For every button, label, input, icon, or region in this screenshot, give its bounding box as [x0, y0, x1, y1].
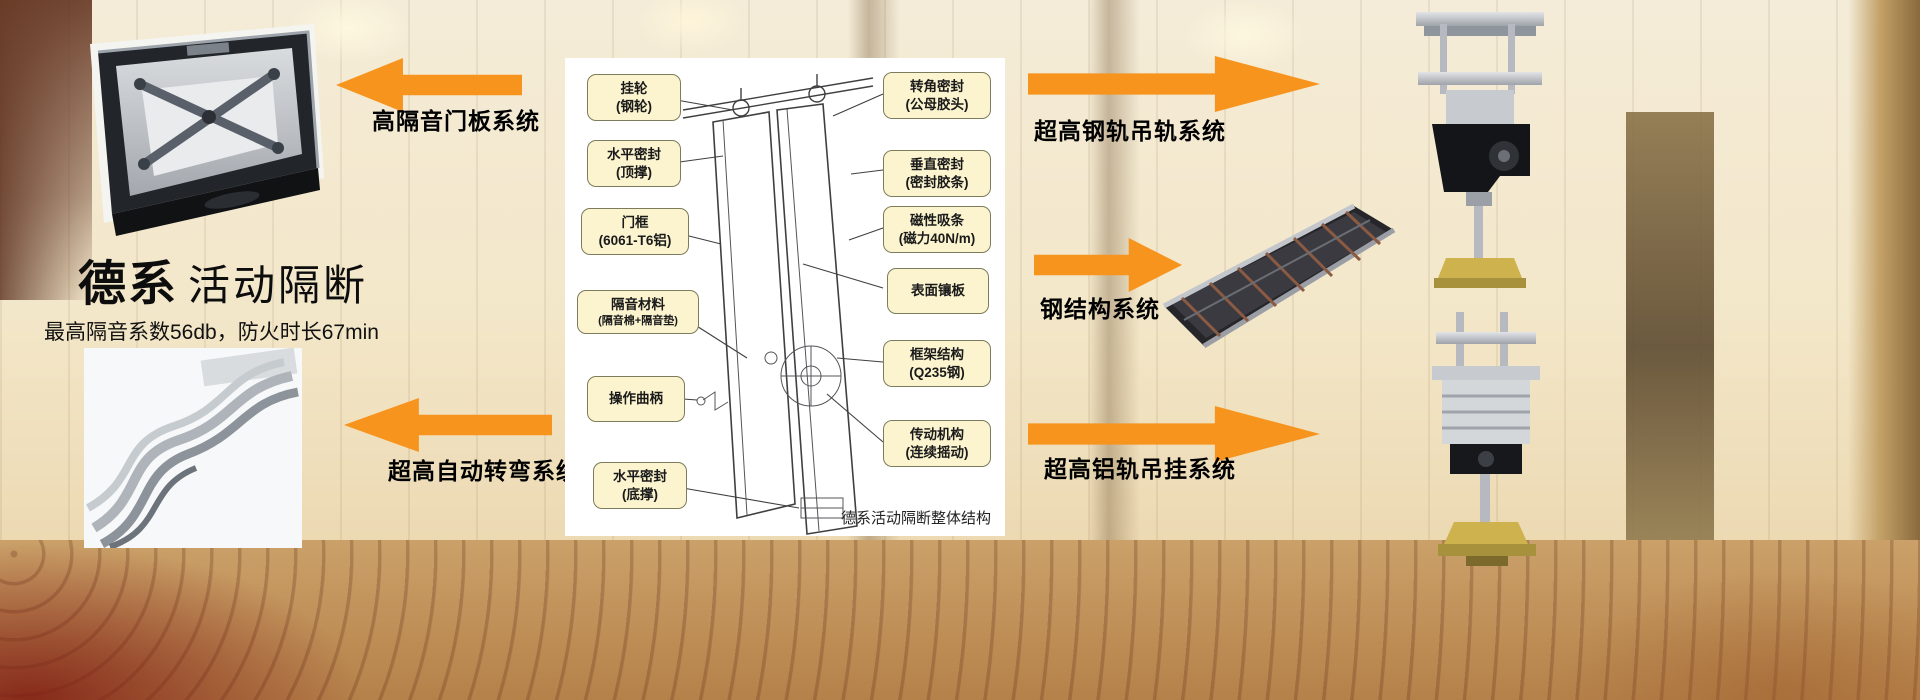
product-subtitle: 最高隔音系数56db，防火时长67min [44, 321, 379, 344]
panel-drawing [712, 103, 858, 535]
callout-horizontal-seal-top: 水平密封 (顶撑) [587, 140, 681, 188]
callout-line: 水平密封 [607, 147, 661, 162]
callout-line: (密封胶条) [905, 174, 969, 190]
steel-rail-system-label: 超高钢轨吊轨系统 [1034, 118, 1226, 144]
callout-horizontal-seal-bottom: 水平密封 (底撑) [593, 462, 687, 510]
callout-line: 磁性吸条 [910, 213, 964, 228]
door-panel-photo-graphic [90, 24, 324, 236]
steel-rail-hanger-photo-graphic [1416, 12, 1544, 288]
callout-line: 传动机构 [910, 427, 964, 442]
callout-line: 挂轮 [620, 81, 648, 96]
partition-diagram-drawing [664, 74, 884, 535]
callout-line: (Q235钢) [909, 364, 965, 380]
callout-hanging-wheel: 挂轮 (钢轮) [587, 74, 681, 122]
callout-line: (6061-T6铝) [598, 232, 672, 248]
background-doorway [1626, 112, 1714, 540]
curved-track-photo [84, 348, 302, 548]
callout-line: 表面镶板 [911, 283, 965, 298]
callout-vertical-seal: 垂直密封 (密封胶条) [883, 150, 991, 198]
hardware-drawing [696, 108, 844, 532]
partition-diagram-panel: 挂轮 (钢轮) 水平密封 (顶撑) 门框 (6061-T6铝) 隔音材料 (隔音… [565, 58, 1005, 536]
callout-operating-crank: 操作曲柄 [587, 376, 685, 422]
auto-turn-system-label: 超高自动转弯系统 [388, 458, 580, 484]
door-panel-system-label: 高隔音门板系统 [372, 108, 540, 134]
steel-structure-photo [1158, 188, 1398, 376]
callout-line: 水平密封 [613, 469, 667, 484]
steel-structure-photo-graphic [1162, 203, 1396, 349]
diagram-caption: 德系活动隔断整体结构 [840, 510, 991, 527]
callout-frame-structure: 框架结构 (Q235钢) [883, 340, 991, 388]
steel-structure-system-label: 钢结构系统 [1040, 296, 1160, 322]
product-title: 德系活动隔断 [78, 244, 368, 314]
callout-line: 操作曲柄 [609, 391, 663, 406]
steel-rail-hanger-photo [1388, 6, 1573, 296]
callout-line: 转角密封 [910, 79, 964, 94]
callout-surface-panel: 表面镶板 [887, 268, 989, 314]
ballroom-carpet [0, 540, 1920, 700]
callout-corner-seal: 转角密封 (公母胶头) [883, 72, 991, 120]
callout-line: (连续摇动) [905, 444, 969, 460]
brand-name: 德系 [78, 258, 179, 311]
aluminum-rail-hanger-photo [1396, 308, 1574, 574]
callout-line: 垂直密封 [910, 157, 964, 172]
callout-sound-insulation: 隔音材料 (隔音棉+隔音垫) [577, 290, 699, 334]
aluminum-rail-system-label: 超高铝轨吊挂系统 [1044, 456, 1236, 482]
callout-line: (公母胶头) [905, 96, 969, 112]
curved-track-photo-graphic [84, 348, 302, 548]
callout-line: (底撑) [622, 486, 658, 502]
callout-line: (钢轮) [616, 98, 652, 114]
callout-line: (磁力40N/m) [898, 230, 976, 246]
callout-line: (顶撑) [616, 164, 652, 180]
product-name: 活动隔断 [188, 262, 369, 309]
callout-line: 门框 [621, 215, 649, 230]
background-right-pillar [1848, 0, 1920, 560]
door-panel-photo [82, 18, 327, 238]
callout-door-frame: 门框 (6061-T6铝) [581, 208, 689, 256]
callout-line: 隔音材料 [611, 297, 665, 312]
track-drawing [682, 74, 874, 119]
background-left-pillar [0, 0, 92, 300]
aluminum-rail-hanger-photo-graphic [1432, 312, 1540, 566]
callout-line: 框架结构 [910, 347, 964, 362]
callout-magnetic-strip: 磁性吸条 (磁力40N/m) [883, 206, 991, 254]
callout-transmission: 传动机构 (连续摇动) [883, 420, 991, 468]
callout-line: (隔音棉+隔音垫) [598, 314, 678, 327]
